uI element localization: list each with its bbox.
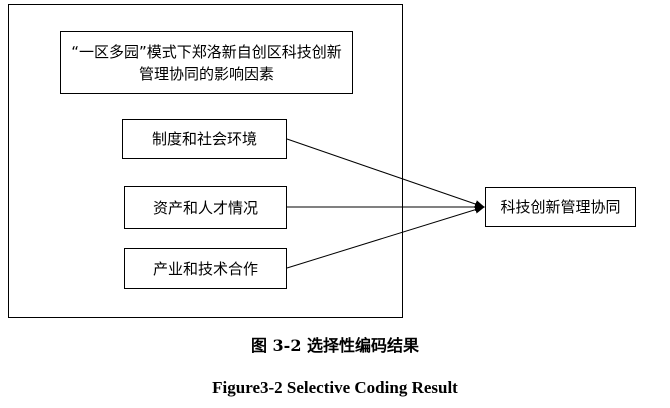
factor-label-industry-tech: 产业和技术合作: [152, 259, 258, 278]
figure-caption-en: Figure3-2 Selective Coding Result: [212, 378, 458, 397]
figure-caption-cn: 图 3-2 选择性编码结果: [250, 336, 420, 355]
factor-box-assets-talent: 资产和人才情况: [124, 186, 287, 229]
factors-group-frame: [8, 4, 403, 318]
target-label: 科技创新管理协同: [500, 198, 621, 216]
arrow-industry-to-target: [286, 205, 485, 269]
factor-box-industry-tech: 产业和技术合作: [124, 248, 287, 289]
factors-title-box: “一区多园”模式下郑洛新自创区科技创新管理协同的影响因素: [60, 31, 353, 94]
factor-label-assets-talent: 资产和人才情况: [152, 198, 258, 217]
target-box: 科技创新管理协同: [485, 187, 636, 227]
arrow-institution-to-target: [286, 138, 485, 208]
factors-title: “一区多园”模式下郑洛新自创区科技创新管理协同的影响因素: [71, 42, 342, 83]
factor-label-institution: 制度和社会环境: [151, 130, 257, 148]
factor-box-institution: 制度和社会环境: [122, 119, 287, 159]
